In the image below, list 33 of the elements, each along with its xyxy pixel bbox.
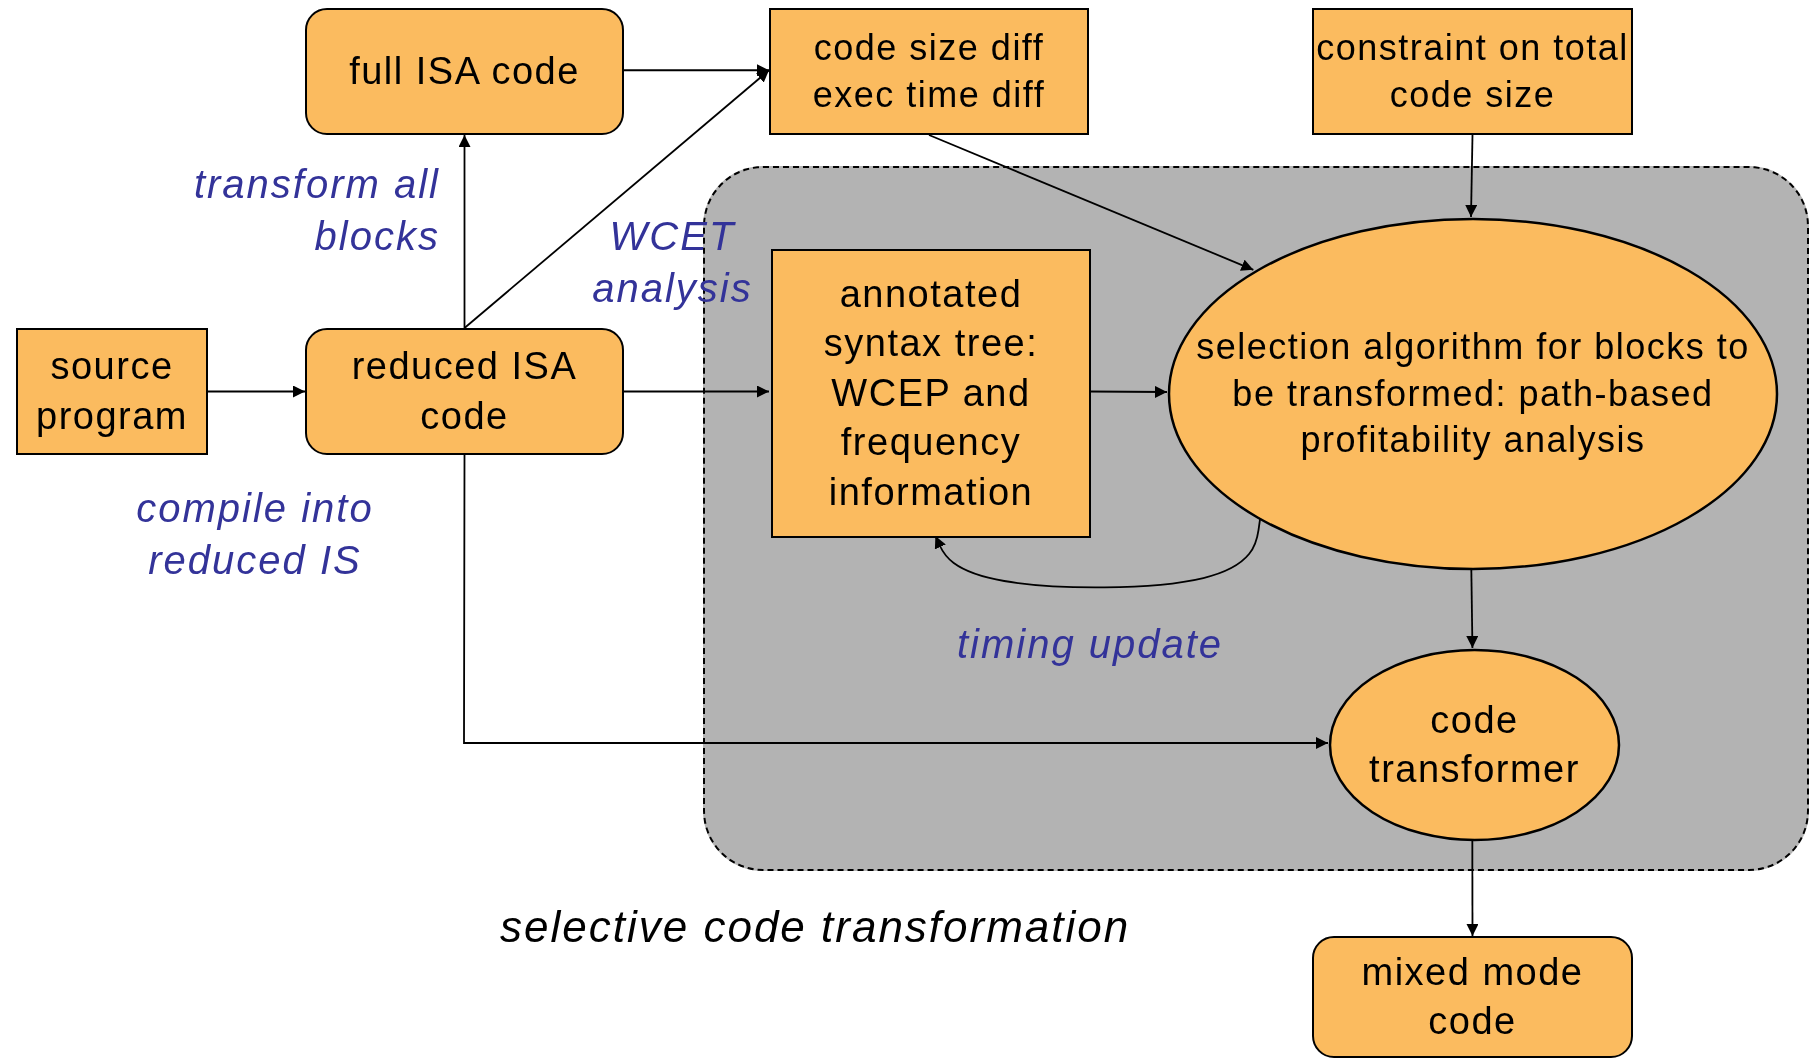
- arrow: [623, 385, 770, 398]
- rounded-box: [305, 8, 624, 135]
- process-ellipse: [1169, 219, 1777, 569]
- arrow: [458, 134, 471, 329]
- node-label: annotated syntax tree: WCEP and frequency information: [822, 272, 1040, 515]
- arrow: [1465, 134, 1478, 218]
- annotation-text: timing update: [955, 621, 1225, 668]
- process-box: [1312, 8, 1633, 135]
- arrow: [1088, 385, 1168, 398]
- node-label: mixed mode code: [1360, 949, 1585, 1044]
- process-box: [771, 249, 1091, 538]
- process-box: [16, 328, 208, 455]
- annotation-text: WCET analysis: [591, 213, 754, 312]
- annotation-text: compile into reduced IS: [135, 485, 375, 584]
- node-label: constraint on total code size: [1316, 25, 1629, 117]
- arrow: [463, 69, 770, 329]
- node-label: source program: [35, 344, 189, 439]
- node-label: full ISA code: [349, 48, 580, 94]
- process-box: [769, 8, 1089, 135]
- rounded-box: [305, 328, 624, 455]
- arrow: [207, 385, 306, 398]
- arrow: [934, 517, 1262, 589]
- arrow: [928, 134, 1255, 271]
- rounded-box: [1312, 936, 1633, 1058]
- region-title: selective code transformation: [500, 902, 1131, 952]
- node-label: code transformer: [1368, 697, 1581, 792]
- node-label: selection algorithm for blocks to be transformed: path-based profitability analysis: [1195, 324, 1751, 463]
- arrow: [623, 64, 770, 77]
- arrow: [463, 454, 1329, 749]
- node-label: code size diff exec time diff: [811, 25, 1047, 117]
- node-label: reduced ISA code: [350, 344, 579, 439]
- process-ellipse: [1330, 650, 1619, 840]
- annotation-text: transform all blocks: [192, 161, 440, 260]
